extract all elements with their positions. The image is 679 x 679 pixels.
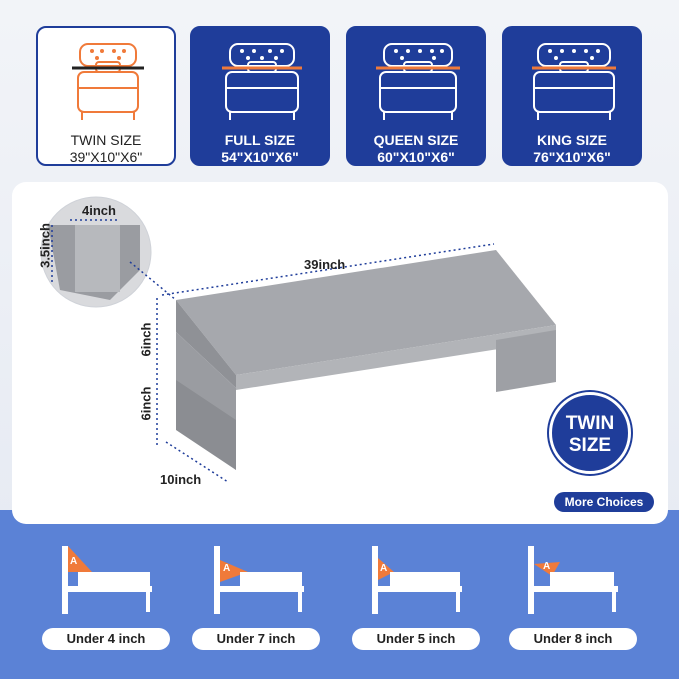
marker-a-4: A [543, 561, 551, 572]
size-card-full[interactable]: FULL SIZE 54"X10"X6" [190, 26, 330, 166]
gap-label-1: Under 4 inch [42, 628, 170, 650]
height-bottom-label: 6inch [138, 386, 154, 421]
size-name: FULL SIZE [224, 132, 296, 148]
size-card-twin[interactable]: TWIN SIZE 39"X10"X6" [36, 26, 176, 166]
full-bed-icon [222, 43, 302, 120]
size-dimensions: 39"X10"X6" [69, 149, 143, 165]
size-dimensions: 60"X10"X6" [377, 149, 455, 165]
more-choices-button[interactable]: More Choices [554, 492, 654, 512]
gap-label-2: Under 7 inch [192, 628, 320, 650]
gap-label-4: Under 8 inch [509, 628, 637, 650]
marker-a-1: A [70, 556, 78, 567]
length-label: 39inch [304, 257, 346, 272]
twin-bed-icon [72, 43, 144, 120]
height-top-label: 6inch [138, 322, 154, 357]
bottom-background [0, 510, 679, 679]
size-dimensions: 76"X10"X6" [533, 149, 611, 165]
size-name: TWIN SIZE [70, 132, 142, 148]
detail-width-label: 4inch [82, 203, 116, 218]
twin-size-badge: TWIN SIZE [549, 392, 631, 474]
size-name: QUEEN SIZE [373, 132, 459, 148]
queen-bed-icon [376, 43, 460, 120]
badge-line1: TWIN [565, 413, 615, 434]
gap-diagram-1 [62, 546, 152, 614]
depth-label: 10inch [160, 472, 202, 487]
king-bed-icon [532, 43, 616, 120]
badge-line2: SIZE [568, 435, 612, 456]
size-name: KING SIZE [536, 132, 607, 148]
marker-a-2: A [223, 563, 231, 574]
size-card-queen[interactable]: QUEEN SIZE 60"X10"X6" [346, 26, 486, 166]
gap-label-3: Under 5 inch [352, 628, 480, 650]
gap-diagram-3 [372, 546, 462, 614]
marker-a-3: A [380, 563, 388, 574]
gap-diagram-2 [214, 546, 304, 614]
size-card-king[interactable]: KING SIZE 76"X10"X6" [502, 26, 642, 166]
size-dimensions: 54"X10"X6" [221, 149, 299, 165]
gap-diagram-4 [528, 546, 618, 614]
detail-height-label: 3.5inch [37, 223, 53, 268]
